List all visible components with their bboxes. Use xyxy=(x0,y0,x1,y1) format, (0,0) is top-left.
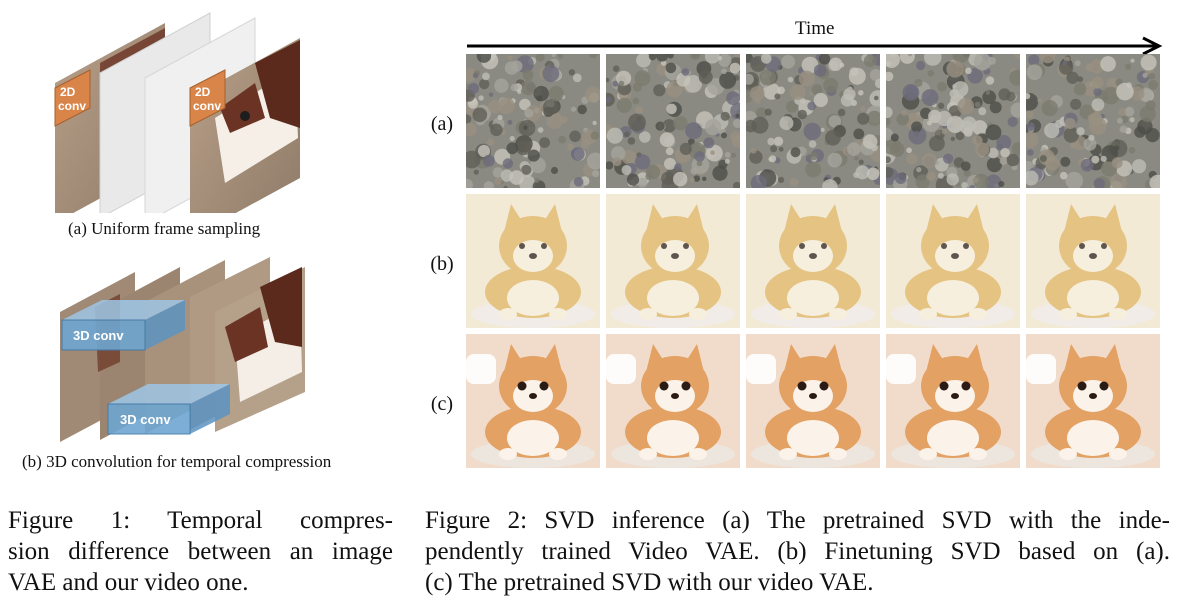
blurry-shiba-frame-3 xyxy=(746,194,880,328)
blurry-shiba-frame-image xyxy=(886,194,1020,328)
blurry-shiba-frame-image xyxy=(466,194,600,328)
clean-shiba-frame-3 xyxy=(746,334,880,468)
temporal-compression-illustration: 3D conv 3D conv xyxy=(60,257,305,442)
row-label-c: (c) xyxy=(430,393,454,415)
conv-3d-block-bottom: 3D conv xyxy=(107,384,230,435)
blurry-shiba-frame-2 xyxy=(606,194,740,328)
video-frame-stack xyxy=(60,257,305,442)
blurry-shiba-frame-image xyxy=(1026,194,1160,328)
video-frame-front xyxy=(190,38,300,213)
svg-text:2D: 2D xyxy=(195,85,211,99)
noisy-texture-frame-image xyxy=(746,54,880,188)
noisy-texture-frame-1 xyxy=(466,54,600,188)
clean-shiba-frame-5 xyxy=(1026,334,1160,468)
blurry-shiba-frame-4 xyxy=(886,194,1020,328)
noisy-texture-frame-image xyxy=(886,54,1020,188)
clean-shiba-frame-image xyxy=(466,334,600,468)
row-label-b: (b) xyxy=(430,253,454,275)
clean-shiba-frame-image xyxy=(746,334,880,468)
blurry-shiba-frame-1 xyxy=(466,194,600,328)
conv-2d-block-right: 2D conv xyxy=(189,69,226,127)
blurry-shiba-frame-image xyxy=(746,194,880,328)
clean-shiba-frame-4 xyxy=(886,334,1020,468)
svg-text:conv: conv xyxy=(193,99,221,113)
svg-text:3D conv: 3D conv xyxy=(120,412,171,427)
figure-1b-caption: (b) 3D convolution for temporal compress… xyxy=(22,452,332,471)
noisy-texture-frame-image xyxy=(1026,54,1160,188)
svg-text:conv: conv xyxy=(58,99,86,113)
clean-shiba-frame-image xyxy=(886,334,1020,468)
conv-3d-block-top: 3D conv xyxy=(61,300,185,351)
noisy-texture-frame-2 xyxy=(606,54,740,188)
noisy-texture-frame-3 xyxy=(746,54,880,188)
conv-2d-block-left: 2D conv xyxy=(54,69,91,127)
blurry-shiba-frame-5 xyxy=(1026,194,1160,328)
time-axis-label: Time xyxy=(795,18,835,39)
noisy-texture-frame-5 xyxy=(1026,54,1160,188)
blurry-shiba-frame-image xyxy=(606,194,740,328)
row-label-a: (a) xyxy=(430,113,454,135)
clean-shiba-frame-1 xyxy=(466,334,600,468)
figure-1a-caption: (a) Uniform frame sampling xyxy=(68,219,261,238)
figure-2-caption: Figure 2: SVD inference (a) The pretrain… xyxy=(425,507,1170,596)
clean-shiba-frame-image xyxy=(1026,334,1160,468)
noisy-texture-frame-image xyxy=(606,54,740,188)
svg-text:2D: 2D xyxy=(60,85,76,99)
uniform-frame-sampling-illustration: 2D conv 2D conv xyxy=(54,12,300,213)
noisy-texture-frame-4 xyxy=(886,54,1020,188)
time-arrow xyxy=(467,36,1163,56)
figure-1-caption: Figure 1: Temporal compres- sion differe… xyxy=(8,507,393,596)
clean-shiba-frame-2 xyxy=(606,334,740,468)
noisy-texture-frame-image xyxy=(466,54,600,188)
svg-text:3D conv: 3D conv xyxy=(73,328,124,343)
clean-shiba-frame-image xyxy=(606,334,740,468)
